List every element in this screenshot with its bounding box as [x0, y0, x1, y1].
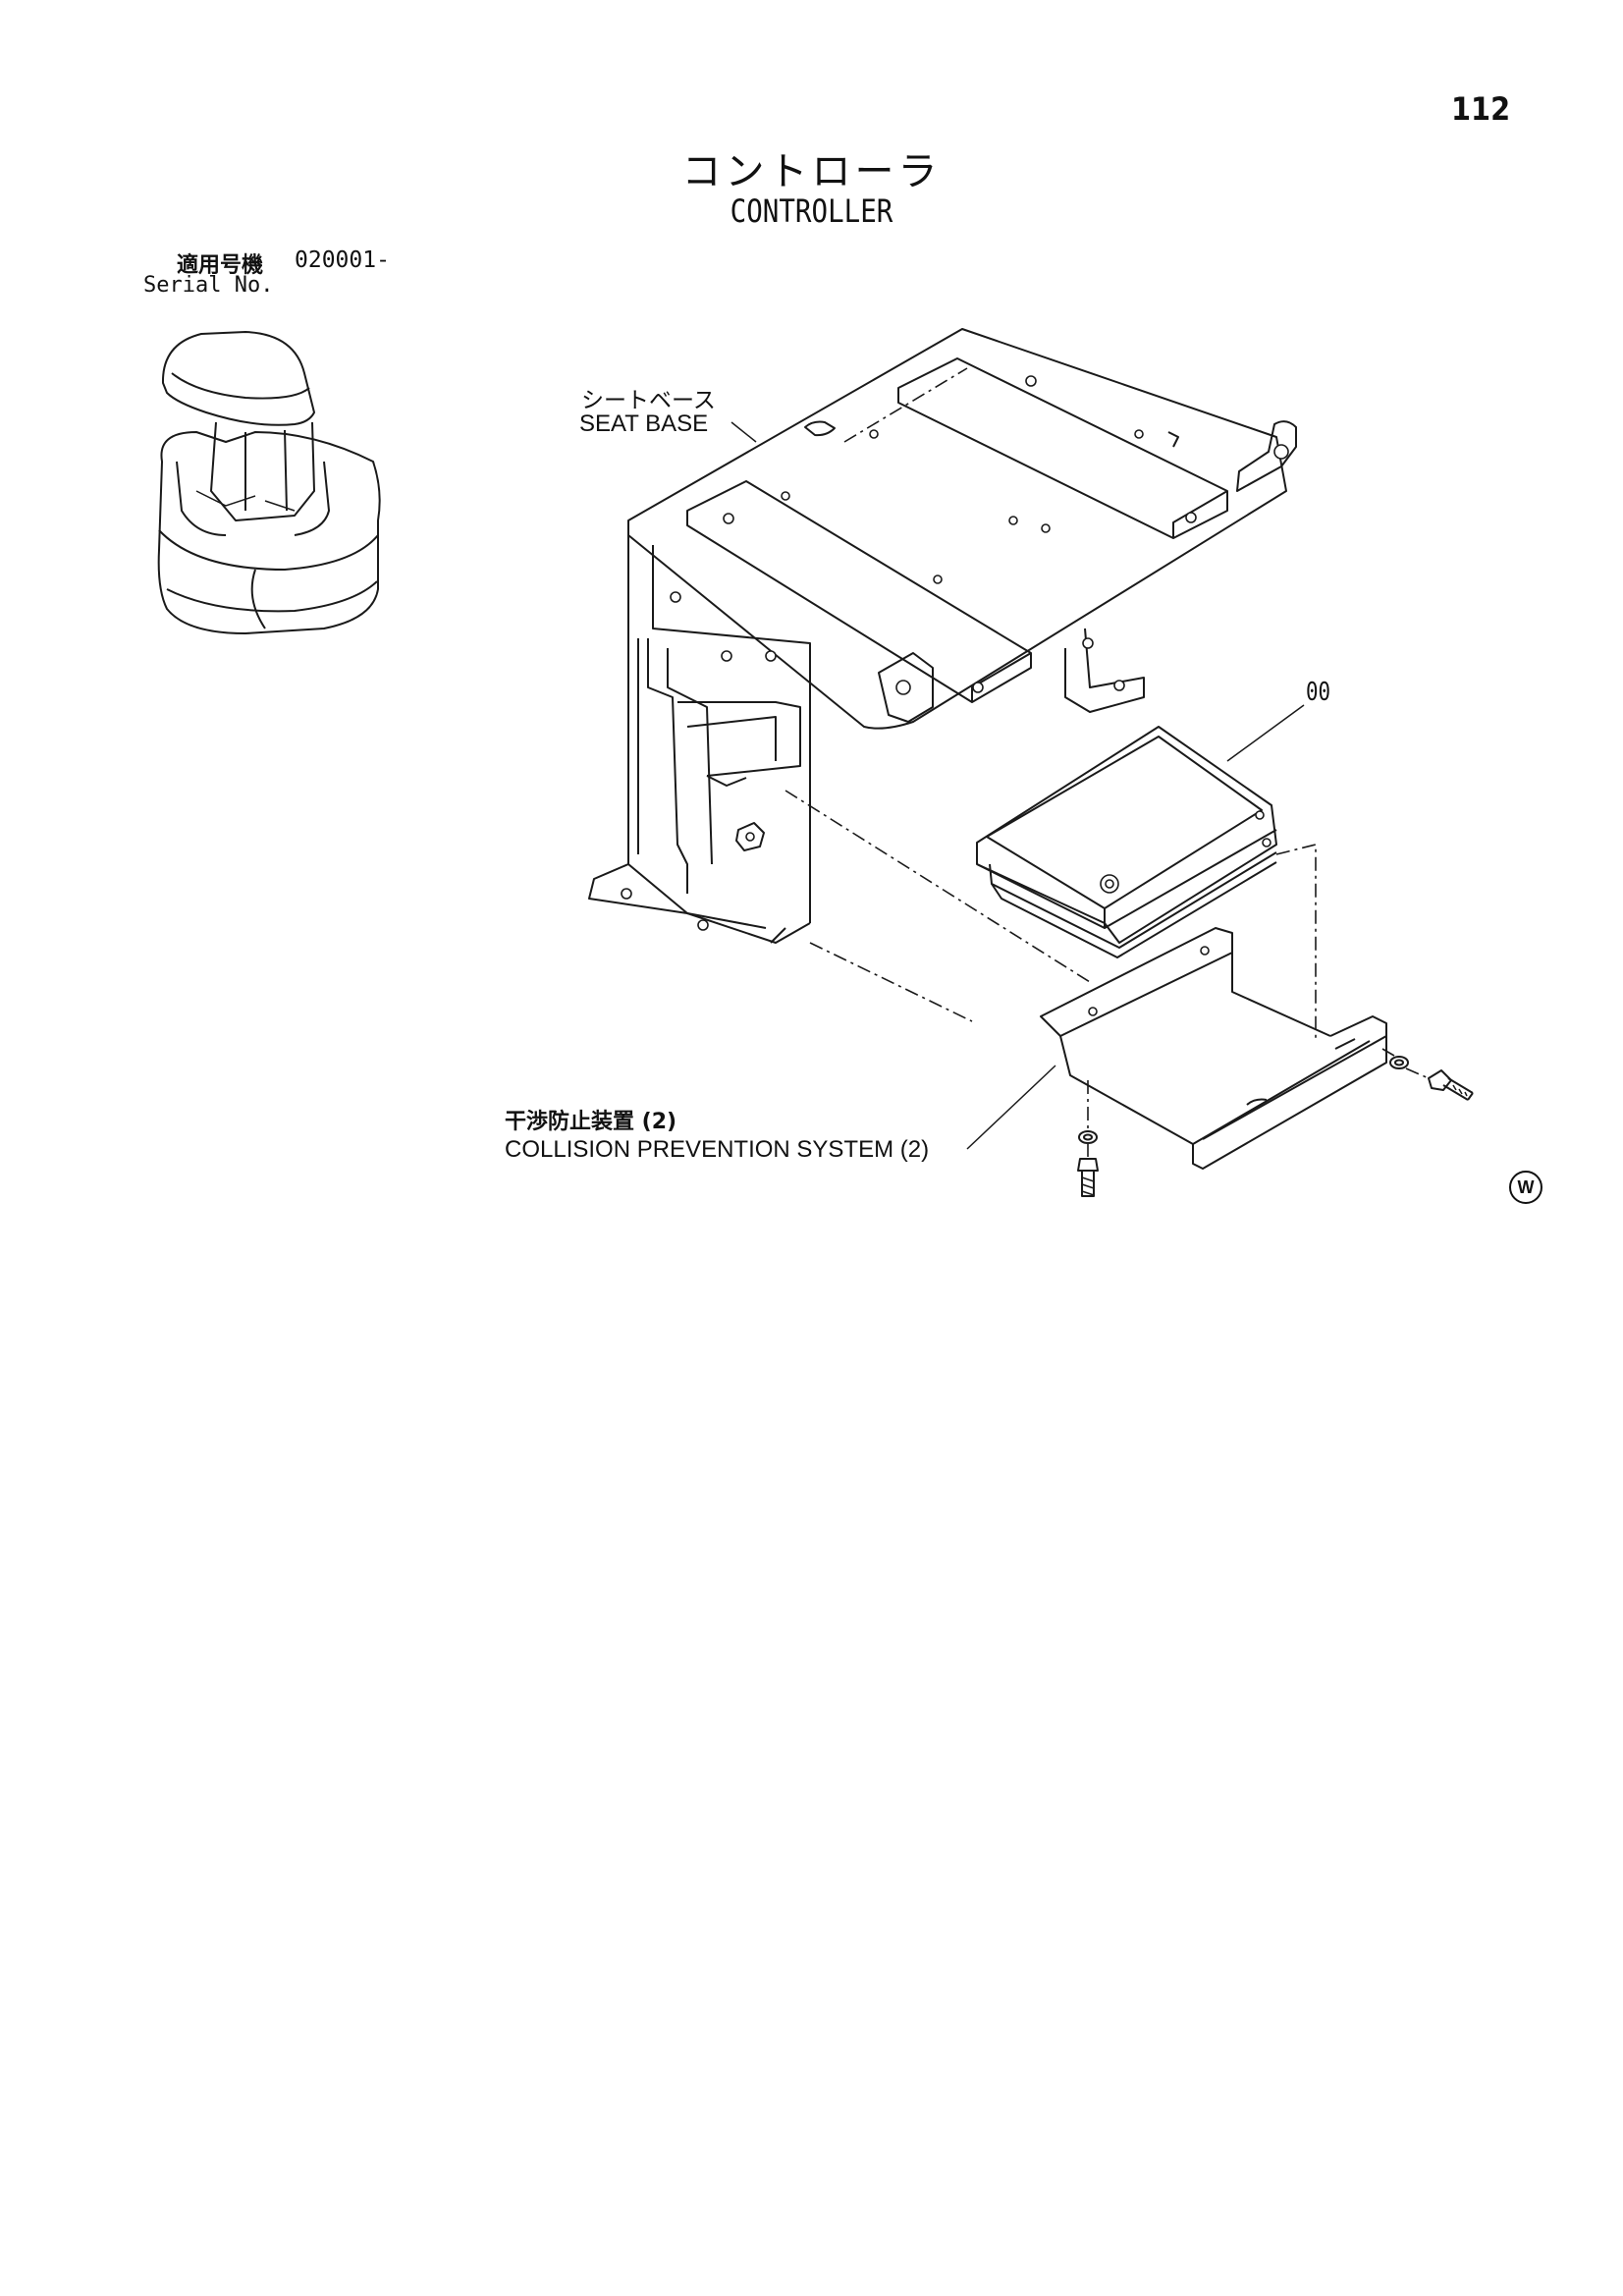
seat-base-label-japanese: シートベース	[581, 388, 716, 413]
page-number: 112	[1451, 90, 1511, 128]
bolt-washer-right-icon	[1389, 1056, 1474, 1101]
seat-base-label-english: SEAT BASE	[579, 410, 709, 437]
controller-unit	[976, 726, 1277, 958]
bolt-washer-bottom-icon	[1077, 1130, 1099, 1197]
controller-callout-number: 00	[1306, 678, 1331, 707]
circled-w-icon: W	[1509, 1171, 1542, 1204]
title-english: CONTROLLER	[730, 192, 893, 230]
serial-label-japanese: 適用号機	[177, 253, 264, 278]
seat-base-frame	[588, 328, 1297, 944]
collision-prevention-label-japanese: 干渉防止装置 (2)	[505, 1110, 677, 1134]
callout-leaders	[730, 421, 1305, 1150]
assembly-guide-lines	[784, 367, 1430, 1157]
serial-value: 020001-	[295, 247, 390, 273]
serial-label-english: Serial No.	[143, 273, 274, 298]
collision-prevention-label-english: COLLISION PREVENTION SYSTEM (2)	[505, 1136, 930, 1163]
machine-thumbnail-icon	[157, 331, 381, 634]
collision-prevention-bracket	[1040, 927, 1387, 1170]
title-japanese: コントローラ	[681, 149, 942, 194]
